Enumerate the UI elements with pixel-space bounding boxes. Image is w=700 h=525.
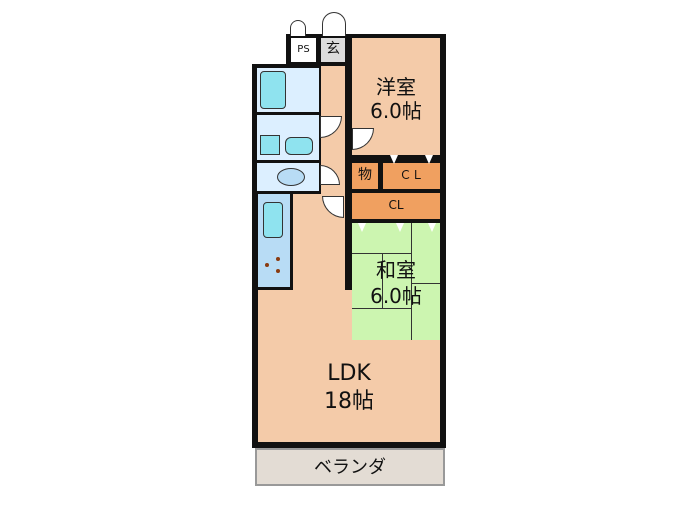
toilet-room [257, 163, 319, 191]
closet-upper-label: ＣＬ [399, 168, 424, 182]
japanese-room-name: 和室 [376, 258, 416, 282]
closet-lower: CL [352, 193, 440, 219]
balcony-label: ベランダ [314, 457, 386, 478]
ldk-name: LDK [327, 361, 371, 386]
storage: 物 [352, 163, 378, 189]
closet-door-marker [425, 155, 433, 164]
sink-icon [285, 137, 313, 155]
entrance: 玄 [321, 38, 345, 62]
ldk-size: 18帖 [324, 389, 374, 414]
japanese-room: 和室 6.0帖 [352, 223, 440, 340]
kitchen-sink-icon [263, 202, 283, 238]
entrance-door[interactable] [322, 12, 346, 36]
balcony: ベランダ [255, 448, 445, 486]
storage-label: 物 [358, 167, 372, 183]
western-room-name: 洋室 [376, 75, 416, 99]
closet-upper: ＣＬ [383, 163, 440, 189]
stove-icon [262, 257, 286, 279]
exterior-notch [252, 34, 286, 64]
western-room-size: 6.0帖 [370, 99, 422, 123]
pipe-space: PS [291, 38, 316, 62]
toilet-icon [277, 168, 305, 186]
pipe-space-label: PS [297, 44, 310, 55]
ps-door[interactable] [290, 20, 306, 36]
closet-door-marker [428, 223, 436, 232]
washroom [257, 115, 319, 160]
washing-machine-icon [260, 135, 280, 155]
closet-door-marker [396, 223, 404, 232]
closet-door-marker [358, 223, 366, 232]
entrance-label: 玄 [326, 41, 340, 57]
japanese-room-size: 6.0帖 [370, 284, 422, 308]
bathtub-icon [260, 71, 286, 109]
bathroom [257, 68, 319, 112]
closet-door-marker [390, 155, 398, 164]
closet-lower-label: CL [388, 198, 404, 212]
kitchen-counter [258, 194, 290, 287]
